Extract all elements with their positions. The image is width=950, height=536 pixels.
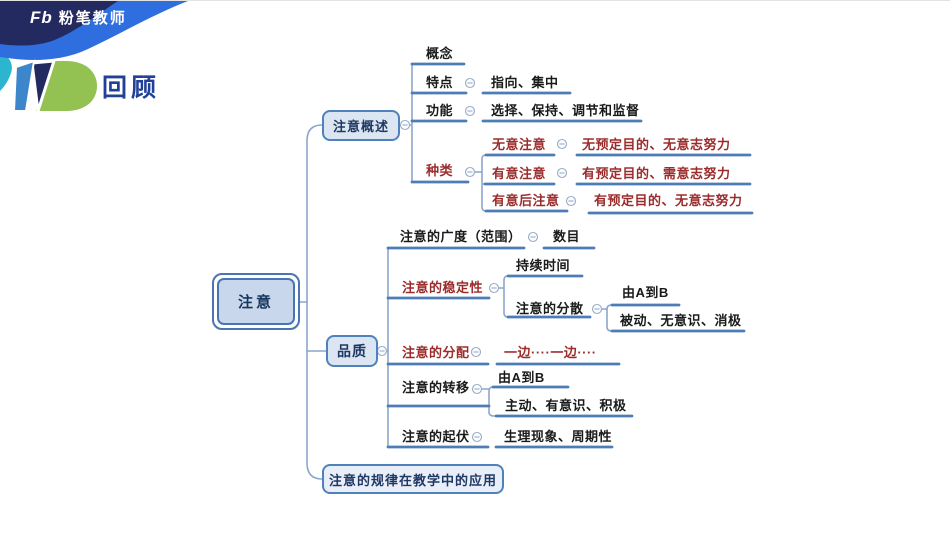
collapse-icon[interactable] (488, 282, 500, 294)
collapse-icon[interactable] (527, 231, 539, 243)
logo-blue-bar (12, 59, 36, 112)
topic-concept[interactable]: 概念 (426, 46, 454, 61)
topic-function[interactable]: 功能 (426, 103, 454, 118)
topic-fluctuation-detail[interactable]: 生理现象、周期性 (504, 429, 613, 444)
topic-feature-detail[interactable]: 指向、集中 (491, 75, 559, 90)
collapse-icon[interactable] (591, 303, 603, 315)
root-node-label: 注意 (217, 278, 295, 325)
topic-fluctuation[interactable]: 注意的起伏 (402, 429, 470, 444)
topic-function-detail[interactable]: 选择、保持、调节和监督 (491, 103, 640, 118)
topic-shift-a-to-b[interactable]: 由A到B (498, 370, 545, 385)
collapse-icon[interactable] (470, 346, 482, 358)
node-overview[interactable]: 注意概述 (322, 110, 400, 141)
node-application[interactable]: 注意的规律在教学中的应用 (322, 464, 504, 494)
collapse-icon[interactable] (399, 119, 411, 131)
page-title: 回顾 (102, 74, 161, 102)
collapse-icon[interactable] (556, 167, 568, 179)
topic-distraction[interactable]: 注意的分散 (516, 301, 584, 316)
topic-voluntary[interactable]: 有意注意 (492, 166, 547, 181)
topic-stability[interactable]: 注意的稳定性 (402, 280, 484, 295)
collapse-icon[interactable] (565, 195, 577, 207)
topic-involuntary[interactable]: 无意注意 (492, 137, 547, 152)
collapse-icon[interactable] (464, 166, 476, 178)
topic-allocation[interactable]: 注意的分配 (402, 345, 470, 360)
topic-distraction-traits[interactable]: 被动、无意识、消极 (620, 313, 742, 328)
collapse-icon[interactable] (464, 77, 476, 89)
topic-voluntary-detail[interactable]: 有预定目的、需意志努力 (582, 166, 731, 181)
collapse-icon[interactable] (471, 431, 483, 443)
logo-green-d-shape (36, 61, 97, 111)
topic-allocation-detail[interactable]: 一边····一边···· (504, 345, 597, 360)
root-node[interactable]: 注意 (212, 273, 300, 330)
collapse-icon[interactable] (464, 105, 476, 117)
brand-name: 粉笔教师 (58, 10, 127, 27)
topic-feature[interactable]: 特点 (426, 75, 454, 90)
fenbi-logo-icon: Fb (30, 8, 53, 27)
node-quality[interactable]: 品质 (326, 335, 378, 367)
teal-wave-shape (0, 51, 12, 91)
topic-post-voluntary[interactable]: 有意后注意 (492, 193, 560, 208)
topic-shift-traits[interactable]: 主动、有意识、积极 (505, 398, 627, 413)
collapse-icon[interactable] (556, 138, 568, 150)
collapse-icon[interactable] (376, 345, 388, 357)
logo-navy-triangle (30, 59, 57, 112)
collapse-icon[interactable] (471, 383, 483, 395)
topic-kind[interactable]: 种类 (426, 163, 454, 178)
topic-post-voluntary-detail[interactable]: 有预定目的、无意志努力 (594, 193, 743, 208)
topic-breadth-detail[interactable]: 数目 (553, 229, 581, 244)
id-logo (12, 59, 97, 112)
topic-involuntary-detail[interactable]: 无预定目的、无意志努力 (582, 137, 731, 152)
brand-logo: Fb 粉笔教师 (30, 7, 127, 28)
topic-breadth[interactable]: 注意的广度（范围） (400, 229, 522, 244)
topic-distraction-a-to-b[interactable]: 由A到B (622, 285, 669, 300)
topic-shift[interactable]: 注意的转移 (402, 380, 470, 395)
topic-duration[interactable]: 持续时间 (516, 258, 571, 273)
